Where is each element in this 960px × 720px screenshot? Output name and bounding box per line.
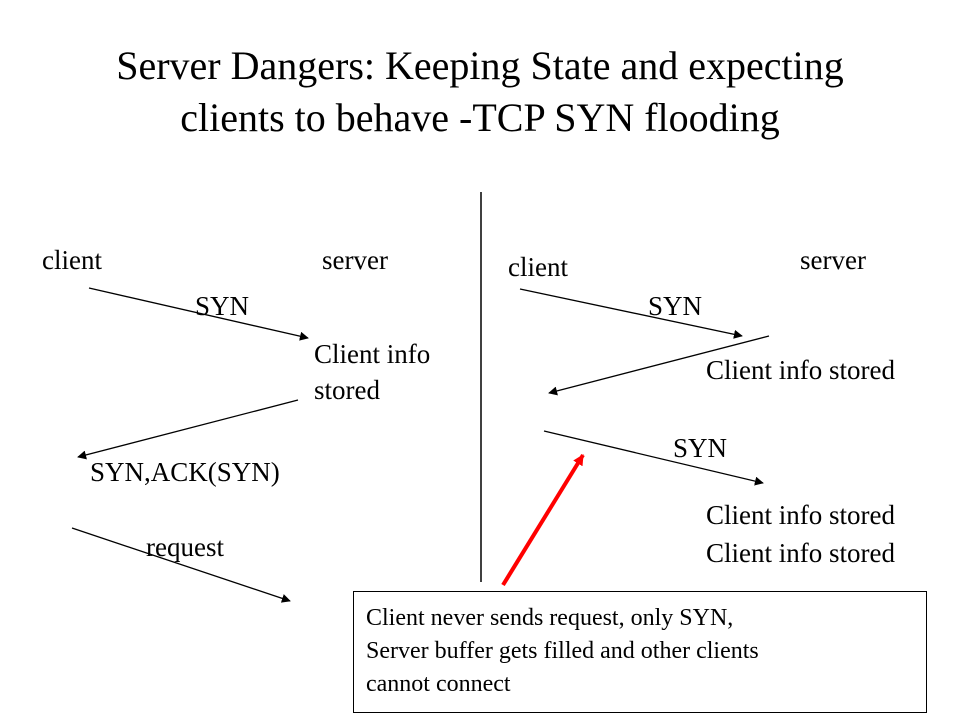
left-request-arrow xyxy=(71,527,291,603)
right-syn-label-2: SYN xyxy=(673,433,728,463)
left-server-label: server xyxy=(322,245,388,275)
callout-line-1: Client never sends request, only SYN, xyxy=(366,605,734,631)
left-stored-label: stored xyxy=(314,375,380,405)
callout-line-3: cannot connect xyxy=(366,671,511,697)
right-client-label: client xyxy=(508,252,568,282)
right-syn-arrow-2 xyxy=(543,430,764,486)
right-synack-arrow xyxy=(548,335,770,396)
left-syn-arrow xyxy=(88,287,309,341)
right-syn-label-1: SYN xyxy=(648,291,703,321)
right-stored-label-2: Client info stored xyxy=(706,500,895,530)
right-syn-arrow-1 xyxy=(519,288,743,339)
highlight-arrow xyxy=(501,453,585,587)
right-stored-label-1: Client info stored xyxy=(706,355,895,385)
right-stored-label-3: Client info stored xyxy=(706,538,895,568)
right-server-label: server xyxy=(800,245,866,275)
left-synack-arrow xyxy=(77,399,299,460)
title-line-1: Server Dangers: Keeping State and expect… xyxy=(116,43,844,88)
left-client-label: client xyxy=(42,245,102,275)
title-line-2: clients to behave -TCP SYN flooding xyxy=(180,95,780,140)
callout-line-2: Server buffer gets filled and other clie… xyxy=(366,638,759,664)
left-synack-label: SYN,ACK(SYN) xyxy=(90,457,280,487)
callout-box: Client never sends request, only SYN, Se… xyxy=(353,591,927,713)
left-syn-label: SYN xyxy=(195,291,250,321)
left-request-label: request xyxy=(146,532,224,562)
left-client-info-label: Client info xyxy=(314,339,431,369)
slide-title: Server Dangers: Keeping State and expect… xyxy=(0,40,960,144)
